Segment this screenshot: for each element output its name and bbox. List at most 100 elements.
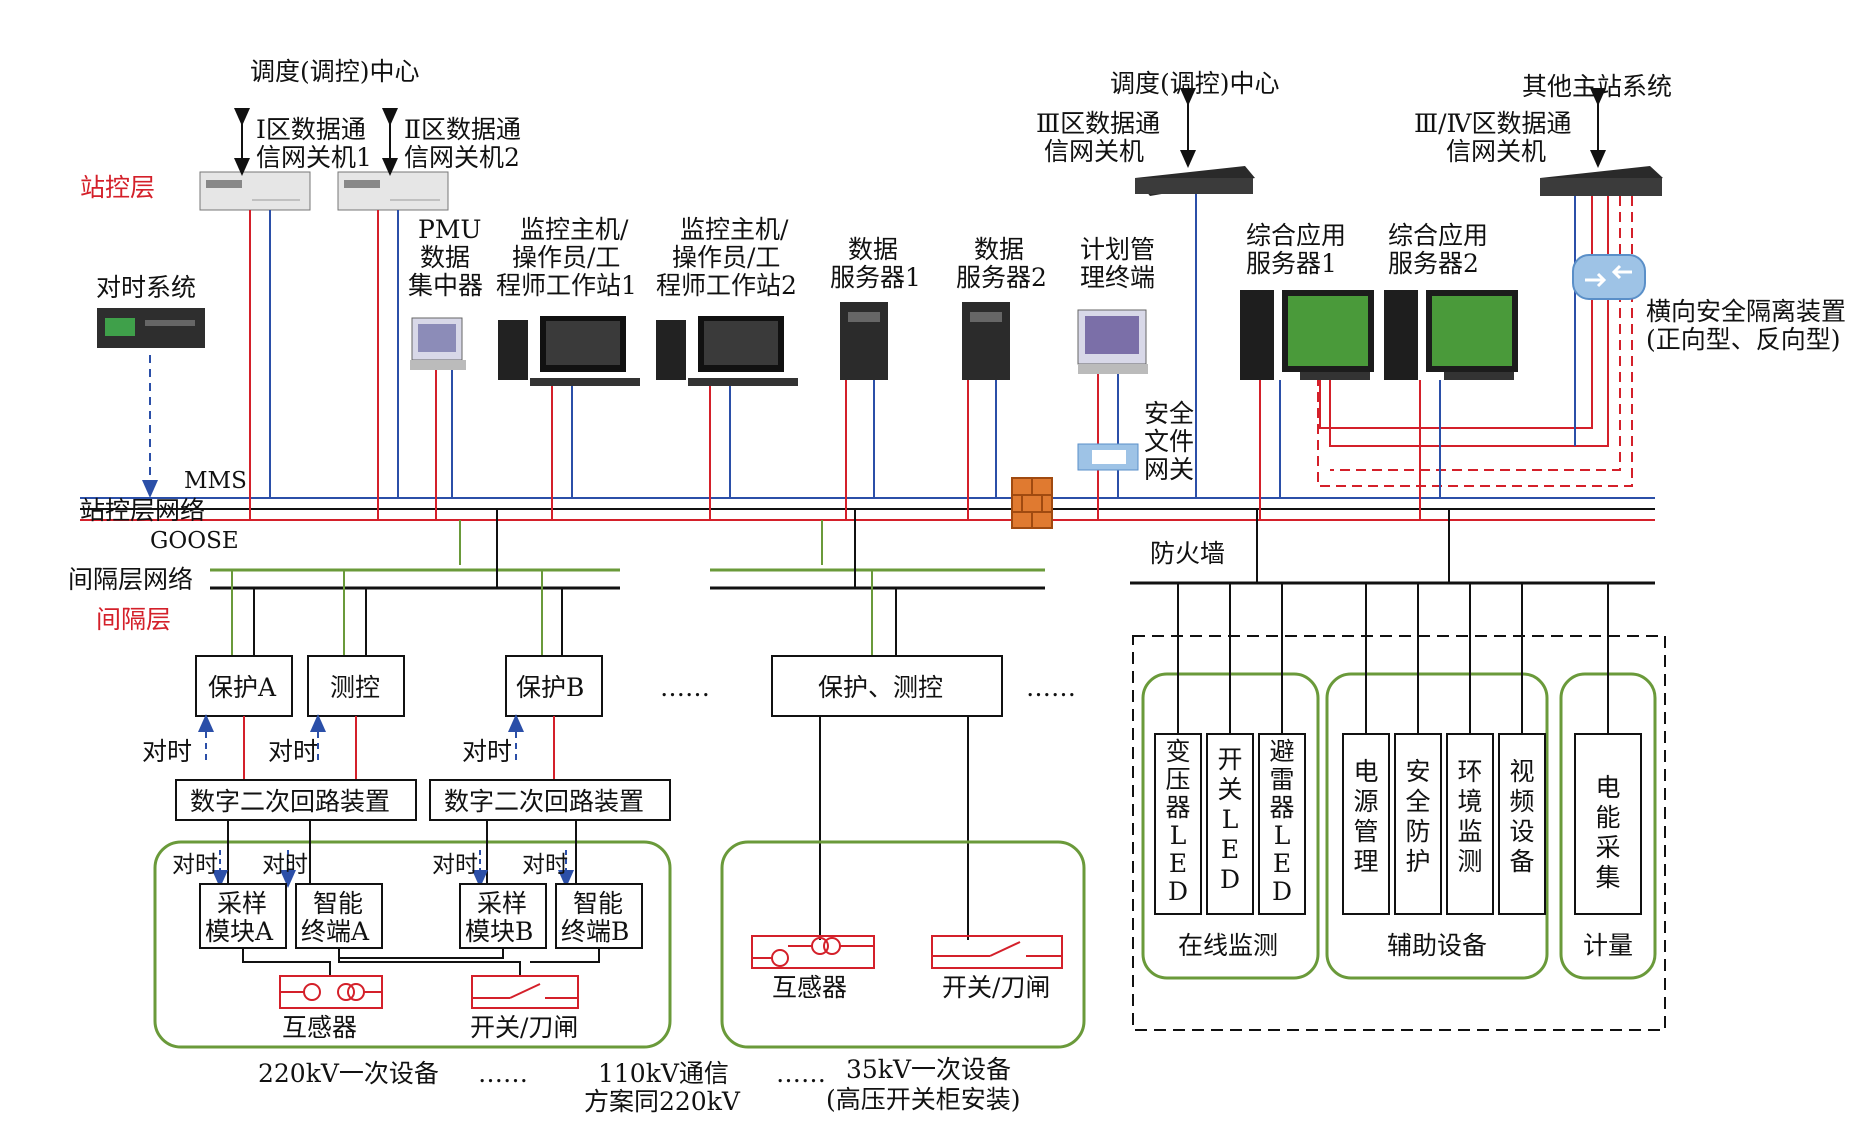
loop-to-module-links (212, 820, 577, 888)
group-35kv (720, 840, 1086, 1049)
eq110-label-2: 方案同220kV (584, 1087, 741, 1116)
firewall-label: 防火墙 (1150, 539, 1225, 568)
plan-label-2: 理终端 (1080, 263, 1155, 292)
data-server-2 (962, 302, 1010, 380)
samp-a-box (199, 883, 287, 949)
isolation-label-2: (正向型、反向型) (1646, 325, 1841, 354)
samp-a-label-2: 模块A (205, 917, 274, 946)
prot-a-label: 保护A (208, 673, 277, 702)
gateway-1 (199, 171, 311, 211)
switch-label-220: 开关/刀闸 (470, 1013, 578, 1042)
term-b-label-1: 智能 (573, 889, 623, 918)
other-master-label: 其他主站系统 (1522, 72, 1672, 101)
measure-label: 测控 (330, 673, 380, 702)
gw4-label-1: Ⅲ/Ⅳ区数据通 (1414, 109, 1572, 138)
sync-label-3: 对时 (462, 737, 512, 766)
online-label: 在线监测 (1178, 931, 1278, 960)
samp-b-label-2: 模块B (465, 917, 533, 946)
ds1-label-2: 服务器1 (830, 263, 921, 292)
ds1-label-1: 数据 (848, 235, 898, 264)
aux-item-power: 电源管理 (1353, 757, 1378, 876)
goose-label: GOOSE (150, 528, 239, 554)
dots-4: …… (776, 1059, 826, 1088)
meter-item-line2: 采集 (1595, 833, 1620, 892)
safe-file-gateway (1077, 443, 1139, 471)
eq110-label-1: 110kV通信 (598, 1059, 729, 1088)
dots-3: …… (478, 1059, 528, 1088)
prot-b-box (505, 655, 603, 717)
safe-gw-label-3: 网关 (1144, 455, 1194, 484)
isolation-links (1317, 196, 1633, 487)
group-220kv (153, 840, 672, 1049)
eq220-label: 220kV一次设备 (258, 1059, 439, 1088)
gateway-3 (1135, 166, 1255, 196)
app2-label-2: 服务器2 (1388, 249, 1479, 278)
bay-link-lines (231, 570, 897, 656)
app2-label-1: 综合应用 (1388, 221, 1488, 250)
module-to-equipment-links (242, 948, 600, 976)
plan-terminal (1077, 309, 1148, 374)
workstation-1 (498, 316, 640, 386)
prot-b-label: 保护B (516, 673, 584, 702)
sync-label-2: 对时 (268, 737, 318, 766)
isolation-label-1: 横向安全隔离装置 (1646, 297, 1846, 326)
app-server-1 (1240, 290, 1374, 380)
firewall-icon (1011, 477, 1053, 529)
safe-gw-label-1: 安全 (1144, 399, 1194, 428)
ws1-label-1: 监控主机/ (520, 215, 629, 244)
pmu-label-1: PMU (418, 215, 482, 244)
aux-item-security: 安全防护 (1405, 757, 1430, 876)
sync-label-4: 对时 (172, 852, 218, 878)
safe-gw-label-2: 文件 (1144, 427, 1194, 456)
station-bay-links (459, 509, 1450, 588)
bay-to-loop-links (198, 714, 969, 940)
digital-loop-label-1: 数字二次回路装置 (190, 787, 390, 816)
eq35-label-1: 35kV一次设备 (846, 1055, 1011, 1084)
workstation-2 (656, 316, 798, 386)
aux-label: 辅助设备 (1387, 931, 1487, 960)
switch-symbol-220 (471, 975, 579, 1009)
prot-measure-label: 保护、测控 (818, 673, 943, 702)
aux-boxes (1154, 733, 1642, 915)
gw1-label-1: Ⅰ区数据通 (256, 115, 366, 144)
term-a-label-2: 终端A (301, 917, 370, 946)
switch-symbol-35 (931, 935, 1063, 969)
ws2-label-3: 程师工作站2 (656, 271, 797, 300)
dispatch-center-right: 调度(调控)中心 (1110, 69, 1280, 98)
aux-region (1132, 635, 1666, 1031)
digital-loop-label-2: 数字二次回路装置 (444, 787, 644, 816)
sync-label-7: 对时 (522, 852, 568, 878)
prot-measure-box (771, 655, 1003, 717)
gateway-4 (1540, 166, 1663, 196)
bay-net-label: 间隔层网络 (68, 565, 193, 594)
ct-label-220: 互感器 (282, 1013, 357, 1042)
term-a-box (295, 883, 383, 949)
dispatch-center-left: 调度(调控)中心 (250, 57, 420, 86)
time-system-device (97, 308, 205, 348)
meter-item-line1: 电能 (1595, 773, 1620, 832)
ct-symbol-220 (279, 975, 383, 1009)
ds2-label-2: 服务器2 (956, 263, 1047, 292)
sync-label-5: 对时 (262, 852, 308, 878)
station-net-label: 站控层网络 (80, 496, 205, 525)
ws1-label-3: 程师工作站1 (496, 271, 637, 300)
digital-loop-1 (175, 779, 417, 821)
mms-label: MMS (184, 468, 247, 494)
eq35-label-2: (高压开关柜安装) (826, 1085, 1021, 1114)
gw2-label-1: Ⅱ区数据通 (404, 115, 521, 144)
app1-label-2: 服务器1 (1246, 249, 1337, 278)
plan-label-1: 计划管 (1080, 235, 1155, 264)
gw4-label-2: 信网关机 (1446, 137, 1546, 166)
pmu-label-2: 数据 (420, 243, 470, 272)
gw3-label-2: 信网关机 (1044, 137, 1144, 166)
pmu-device (410, 317, 466, 370)
dots-1: …… (660, 673, 710, 702)
ds2-label-1: 数据 (974, 235, 1024, 264)
sync-label-6: 对时 (432, 852, 478, 878)
isolation-device (1572, 254, 1646, 300)
